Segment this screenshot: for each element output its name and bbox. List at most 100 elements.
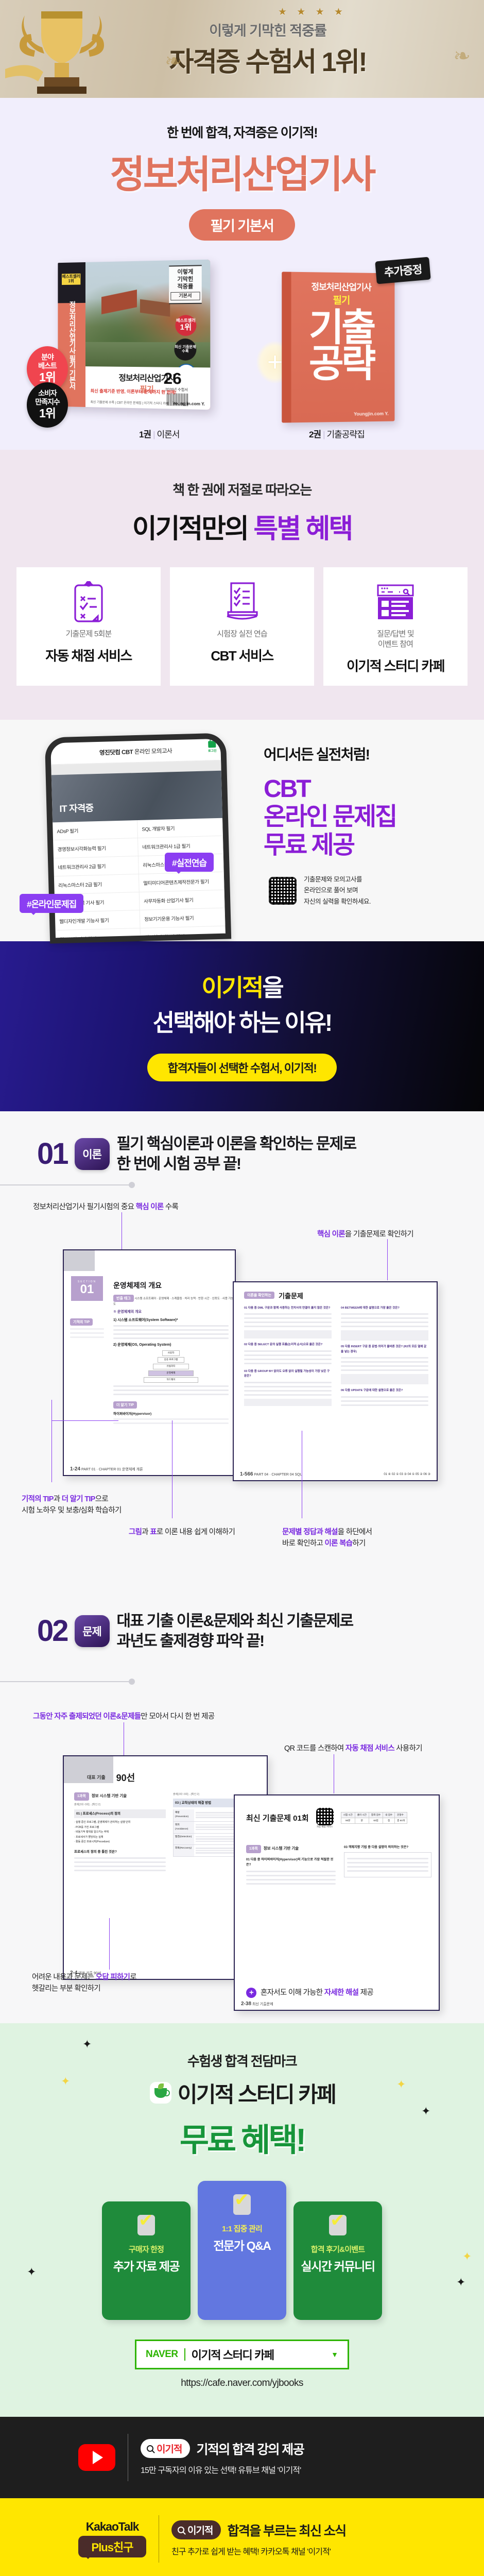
book1-bestseller-rank: 1위 xyxy=(180,323,192,332)
cafe-card-extra-materials[interactable]: 구매자 한정 추가 자료 제공 xyxy=(102,2201,191,2320)
page-title: 정보처리산업기사 xyxy=(110,153,376,196)
page-right-02-footer: 2-38 최신 기출문제 xyxy=(241,2001,273,2007)
page-left-body1: ① 운영체제의 개요 xyxy=(113,1310,142,1314)
book1-spine-badge: 베스트셀러 1위 xyxy=(61,273,81,285)
cbt-exam-item[interactable]: 네트워크관리사 2급 필기 xyxy=(53,856,139,876)
cafe-card-community[interactable]: 합격 후기&이벤트 실시간 커뮤니티 xyxy=(293,2201,382,2320)
page-left-02-q1: 01 | 프로세스(Process)의 정의 xyxy=(74,1809,166,1819)
benefit-card-auto-grading[interactable]: 기출문제 5회분 자동 채점 서비스 xyxy=(16,567,161,686)
page-right-pagefoot: PART 04 · CHAPTER 04 SQL xyxy=(254,1472,302,1477)
exam-meta-header: 문항수 xyxy=(394,1812,407,1819)
page-right-q5: 05 다음 INSERT 구문 중 문법·의미가 올바른 것은? (R2의 모든… xyxy=(341,1345,427,1353)
benefit-card-cbt-service[interactable]: 시험장 실전 연습 CBT 서비스 xyxy=(170,567,314,686)
page-right-footer: 1-566 PART 04 · CHAPTER 04 SQL xyxy=(240,1471,302,1477)
f1-ct-hl: 핵심 이론 xyxy=(135,1202,164,1211)
benefit-card-study-cafe[interactable]: 질문/답변 및 이벤트 참여 이기적 스터디 카페 xyxy=(323,567,468,686)
youtube-headline-row: 이기적 기적의 합격 강의 제공 xyxy=(141,2439,305,2459)
f2-cbl-hl: 오답 피하기 xyxy=(95,1973,130,1981)
qr-code-auto-grading-icon[interactable] xyxy=(316,1807,334,1825)
f1-cbl-hl2: 더 알기 TIP xyxy=(61,1495,96,1503)
phone-app-rest: 온라인 모의고사 xyxy=(133,748,172,755)
f1-ct-p2: 수록 xyxy=(163,1202,179,1211)
benefit-card-2-name: CBT 서비스 xyxy=(211,648,274,664)
book1-feature-icons-line: 최신 기출문제 수록 | CBT 온라인 문제집 | 이기적 스터디 카페 xyxy=(90,401,169,406)
book1-slogan-badge: 이렇게 기막힌 적중률 기본서 xyxy=(169,264,202,304)
naver-cafe-link[interactable]: NAVER 이기적 스터디 카페 ▼ xyxy=(135,2339,349,2369)
browser-window-icon xyxy=(376,579,414,626)
clipboard-grading-icon xyxy=(72,579,105,626)
f1-cbl-line1: 기적의 TIP과 더 알기 TIP으로 xyxy=(22,1494,122,1505)
page-left-02-sub1: 정보 시스템 기반 기술 xyxy=(91,1793,127,1799)
benefit-card-3-sub: 질문/답변 및 이벤트 참여 xyxy=(377,629,414,649)
page-left-02-footer: 2-4 대표 기출 90선 xyxy=(70,1970,101,1976)
page-left-02-col-right: 출제[2회~3회]→[확인:2] 03 | 교착상태의 해결 방법 예방(Pre… xyxy=(173,1792,261,1857)
page-bullet: · 실행 중인 프로그램, 운영체제가 관리하는 실행 단위 xyxy=(74,1821,131,1824)
sparkle-icon-3: ✦ xyxy=(396,2077,406,2091)
book1-spine-badge-l1: 베스트셀러 xyxy=(62,274,80,279)
f1-cbr-hl2: 이론 복습 xyxy=(324,1539,353,1548)
cbt-exam-item[interactable]: 정보보안 기사 필기 xyxy=(55,928,141,944)
product-kicker: 한 번에 합격, 자격증은 이기적! xyxy=(166,126,318,140)
checkmark-icon-3 xyxy=(329,2212,347,2235)
youtube-banner[interactable]: 이기적 기적의 합격 강의 제공 15만 구독자의 이유 있는 선택! 유튜브 … xyxy=(0,2416,484,2498)
product-type-badge: 필기 기본서 xyxy=(188,209,296,241)
cbt-qr-text: 기출문제와 모의고사를 온라인으로 풀어 보며 자신의 실력을 확인하세요. xyxy=(304,874,371,908)
feature-block-01: 01 이론 필기 핵심이론과 이론을 확인하는 문제로 한 번에 시험 공부 끝… xyxy=(0,1111,484,1693)
page-right-02-q3: 03 객체지향 기법 중 다음 설명이 의미하는 것은? xyxy=(344,1845,409,1849)
f1-cbm-hl2: 표 xyxy=(150,1528,157,1536)
kakao-banner[interactable]: KakaoTalk Plus친구 이기적 합격을 부르는 최신 소식 친구 추가… xyxy=(0,2498,484,2576)
cbt-exam-item[interactable]: SQL 개발자 필기 xyxy=(137,818,223,838)
page-left-02-head: 대표 기출 90선 xyxy=(82,1771,135,1784)
sparkle-icon-1: ✦ xyxy=(82,2037,92,2050)
laurel-left-icon: ❧ xyxy=(165,50,182,73)
feature-02-leader-bl xyxy=(109,1918,110,1970)
book-caption-2-label: 기출공략집 xyxy=(326,429,365,439)
cbt-kicker: 어디서든 실전처럼! xyxy=(264,746,370,762)
page-table-row: 회피(Avoidance) xyxy=(173,1821,261,1834)
page-right-heading: 기출문제 xyxy=(279,1292,303,1300)
naver-cafe-name: 이기적 스터디 카페 xyxy=(191,2348,275,2362)
book2-publisher: Youngjin.com Y. xyxy=(354,411,389,417)
page-bullet: · 프로세서가 할당되는 실체 xyxy=(74,1835,103,1839)
youtube-subline: 15만 구독자의 이유 있는 선택! 유튜브 채널 '이기적' xyxy=(141,2466,301,2476)
book1-title: 정보처리산업기사 xyxy=(118,374,176,383)
trophy-icon xyxy=(5,11,104,94)
page-left-body3: 2) 운영체제(OS, Operating System) xyxy=(113,1343,171,1347)
checklist-icon xyxy=(224,579,260,626)
f1-cr-p: 을 기출문제로 확인하기 xyxy=(344,1230,414,1239)
page-left-02-tab-label: 대표 기출 xyxy=(82,1771,110,1784)
cbt-headline-l2: 온라인 문제집 xyxy=(264,803,397,831)
page-right-q3: 03 다음 중 GROUP BY 없이도 오류 없이 실행될 가능성이 가장 낮… xyxy=(244,1369,330,1378)
login-label: 로그인 xyxy=(208,749,217,753)
f1-cbm-p1: 과 xyxy=(142,1528,150,1536)
page-right-head: 이론을 확인하는 기출문제 xyxy=(244,1291,303,1300)
chevron-down-icon[interactable]: ▼ xyxy=(331,2350,338,2359)
page-left-tip2-label: 더 알기 TIP xyxy=(113,1401,137,1409)
cafe-card-expert-qa[interactable]: 1:1 집중 관리 전문가 Q&A xyxy=(198,2180,286,2320)
kakaotalk-plus-friend-icon: KakaoTalk Plus친구 xyxy=(78,2520,146,2560)
cbt-exam-item[interactable]: 웹디자인개발 기능사 필기 xyxy=(55,910,141,930)
login-button[interactable]: 로그인 xyxy=(208,740,217,753)
page-left-footer: 1-24 PART 01 · CHAPTER 01 운영체제 개론 xyxy=(70,1466,143,1472)
cbt-exam-item[interactable]: 정보기기운용 기능사 필기 xyxy=(140,908,226,928)
cafe-card-1-sub: 구매자 한정 xyxy=(128,2245,164,2254)
cbt-exam-item[interactable]: ADsP 필기 xyxy=(53,820,138,841)
cbt-exam-item[interactable]: 사무자동화 산업기사 필기 xyxy=(139,890,225,910)
qr-code-icon[interactable] xyxy=(269,876,297,905)
cbt-exam-item[interactable]: 정보처리기능사 필기 xyxy=(140,926,226,944)
cafe-url[interactable]: https://cafe.naver.com/yjbooks xyxy=(181,2377,303,2388)
plus-badge-icon: + xyxy=(246,1987,256,1998)
award-badge-2-num: 1위 xyxy=(39,406,56,420)
cbt-exam-item[interactable]: 경영정보시각화능력 필기 xyxy=(53,838,139,858)
cbt-exam-item[interactable]: 리눅스마스터 2급 필기 xyxy=(54,874,140,894)
feature-01-rule xyxy=(0,1179,484,1191)
cbt-exam-item[interactable]: 멀티미디어콘텐츠제작전문가 필기 xyxy=(139,872,224,892)
f1-cbr-p3: 하기 xyxy=(352,1539,366,1548)
reason-line-2: 선택해야 하는 이유! xyxy=(152,1009,333,1036)
benefits-title: 이기적만의 특별 혜택 xyxy=(0,507,484,546)
book1-red-line: 최신 출제기준 반영, 이론부터 문제까지 한 번에! xyxy=(90,388,177,395)
kakao-logo-line1: KakaoTalk xyxy=(85,2520,140,2534)
